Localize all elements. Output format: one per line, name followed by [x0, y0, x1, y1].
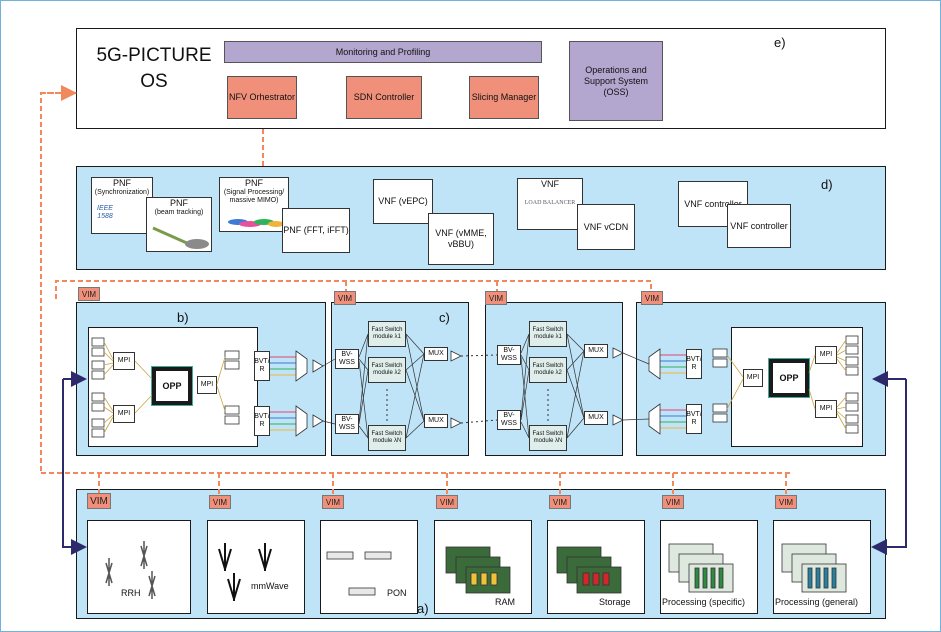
fast-switch-1b: Fast Switch module λ2 [368, 357, 406, 383]
bvwss-1-bottom: BV-WSS [335, 414, 359, 434]
label-a: a) [417, 601, 429, 616]
nfv-orchestrator: NFV Orhestrator [227, 76, 297, 119]
pnf-beam-title: PNF [170, 198, 188, 208]
mpi-left-top: MPI [113, 352, 135, 370]
vnf-vepc: VNF (vEPC) [373, 179, 433, 224]
vim-tag-proc-general: VIM [775, 495, 797, 509]
mpi-right-center: MPI [743, 369, 763, 387]
mux-1-bottom: MUX [424, 414, 448, 428]
beam-antenna-icon [152, 226, 209, 249]
os-title: 5G-PICTURE OS [89, 43, 219, 95]
bvt-left-bottom: BVT/ R [254, 406, 270, 436]
pon-caption: PON [387, 588, 407, 598]
load-balancer-logo: LOAD BALANCER [524, 200, 576, 206]
mux-1-top: MUX [424, 347, 448, 361]
label-d: d) [821, 177, 833, 192]
vim-tag-switch-2: VIM [485, 291, 507, 305]
rrh-caption: RRH [121, 588, 141, 598]
label-c: c) [439, 310, 450, 325]
vim-tag-transport-right: VIM [641, 291, 663, 305]
fast-switch-1n: Fast Switch module λN [368, 425, 406, 451]
pnf-fft: PNF (FFT, iFFT) [282, 208, 350, 253]
mpi-left-center: MPI [197, 376, 217, 394]
pnf-beam-sub: (beam tracking) [154, 209, 204, 216]
pnf-sync-sub: (Synchronization) [94, 189, 150, 196]
pnf-signal-title: PNF [245, 178, 263, 188]
bvt-left-top: BVT/ R [254, 351, 270, 381]
fast-switch-2n: Fast Switch module λN [529, 425, 567, 451]
pnf-signal: PNF (Signal Processing/ massive MIMO) [219, 177, 289, 232]
opp-left: OPP [151, 366, 193, 406]
mpi-right-top: MPI [815, 346, 837, 364]
mmwave-caption: mmWave [251, 581, 289, 591]
vnf-load-balancer: VNF LOAD BALANCER [517, 178, 583, 230]
vim-tag-mmwave: VIM [209, 495, 231, 509]
fast-switch-1a: Fast Switch module λ1 [368, 321, 406, 347]
label-b: b) [177, 310, 189, 325]
mpi-left-bottom: MPI [113, 405, 135, 423]
storage-caption: Storage [599, 597, 631, 607]
bvt-right-top: BVT/ R [686, 349, 702, 379]
infra-rrh [87, 520, 191, 614]
mux-2-bottom: MUX [584, 411, 608, 425]
pnf-sync: PNF (Synchronization) IEEE 1588 [91, 177, 153, 234]
oss-box: Operations and Support System (OSS) [569, 41, 663, 121]
infra-pon [320, 520, 418, 614]
proc-general-caption: Processing (general) [775, 597, 859, 607]
bvwss-1-top: BV-WSS [335, 349, 359, 369]
vim-tag-proc-specific: VIM [662, 495, 684, 509]
pnf-beam: PNF (beam tracking) [146, 197, 212, 252]
slicing-manager: Slicing Manager [469, 76, 539, 119]
opp-right: OPP [768, 358, 810, 398]
fast-switch-2a: Fast Switch module λ1 [529, 321, 567, 347]
proc-specific-caption: Processing (specific) [662, 597, 746, 607]
infra-mmwave [207, 520, 305, 614]
pnf-signal-sub: (Signal Processing/ massive MIMO) [223, 189, 285, 204]
pnf-sync-title: PNF [113, 178, 131, 188]
vim-tag-rrh: VIM [87, 493, 111, 509]
os-title-line2: OS [140, 71, 168, 92]
fast-switch-2b: Fast Switch module λ2 [529, 357, 567, 383]
vnf-vcdn: VNF vCDN [577, 204, 635, 250]
infra-ram [434, 520, 532, 614]
vim-tag-storage: VIM [549, 495, 571, 509]
label-e: e) [774, 35, 786, 50]
vnf-controller-2: VNF controller [727, 204, 791, 248]
vim-tag-switch-1: VIM [334, 291, 356, 305]
bvt-right-bottom: BVT/ R [686, 404, 702, 434]
mimo-beams-icon [228, 219, 284, 227]
mpi-right-bottom: MPI [815, 400, 837, 418]
mux-2-top: MUX [584, 344, 608, 358]
bvwss-2-top: BV-WSS [497, 345, 521, 365]
ram-caption: RAM [495, 597, 515, 607]
os-title-line1: 5G-PICTURE [96, 45, 212, 66]
vim-tag-pon: VIM [322, 495, 344, 509]
monitoring-profiling: Monitoring and Profiling [224, 41, 542, 63]
vim-tag-transport-left: VIM [78, 287, 100, 301]
vim-tag-ram: VIM [436, 495, 458, 509]
vnf-lb-title: VNF [541, 179, 559, 189]
ieee-logo: IEEE 1588 [97, 205, 113, 220]
vnf-vmme: VNF (vMME, vBBU) [428, 213, 494, 265]
sdn-controller: SDN Controller [346, 76, 422, 119]
bvwss-2-bottom: BV-WSS [497, 410, 521, 430]
